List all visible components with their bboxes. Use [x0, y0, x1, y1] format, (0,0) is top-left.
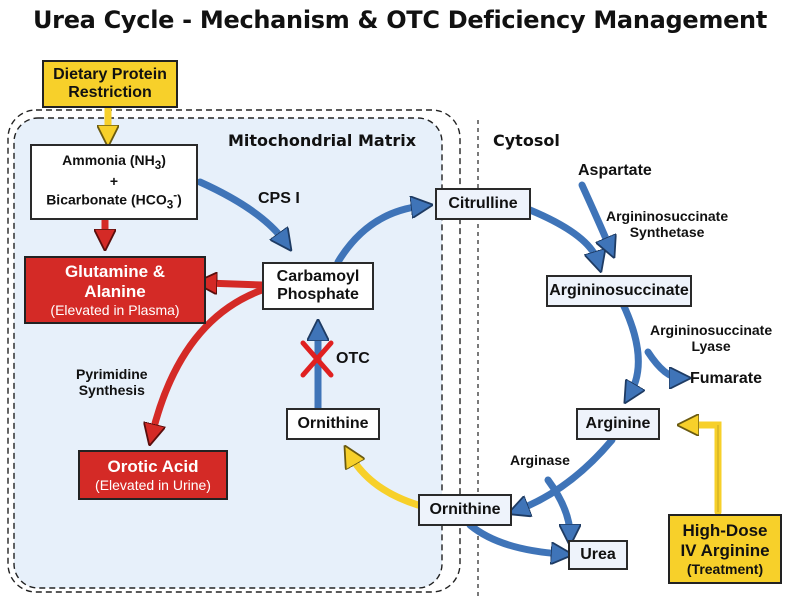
glutamine-alanine-box: Glutamine & Alanine (Elevated in Plasma) — [24, 256, 206, 324]
ammonia-bicarbonate-box: Ammonia (NH3) + Bicarbonate (HCO3-) — [30, 144, 198, 220]
treatment-line-3: (Treatment) — [686, 560, 764, 577]
argininosuccinate-box: Argininosuccinate — [546, 275, 692, 307]
asl-line-1: Argininosuccinate — [650, 322, 773, 338]
ass-line-2: Synthetase — [629, 224, 705, 241]
glutamine-line-2: Alanine — [84, 281, 146, 301]
ornithine-cytosol-box: Ornithine — [418, 494, 512, 526]
orotic-note: (Elevated in Urine) — [95, 476, 211, 493]
arrow-aspartate-in — [578, 181, 610, 248]
arrow-to-urea-cyto — [544, 476, 570, 535]
bicarbonate-superscript: - — [173, 188, 178, 202]
arrow-treatment-to-arginine — [688, 425, 722, 516]
mitochondria-outer-membrane — [7, 109, 461, 593]
arrow-carbamoyl-to-orotic — [152, 286, 266, 435]
arrow-to-fumarate — [644, 348, 680, 378]
ammonia-label: Ammonia (NH — [62, 152, 155, 169]
pyrimidine-synthesis-label: Pyrimidine Synthesis — [76, 366, 148, 398]
urea-box: Urea — [568, 540, 628, 570]
iv-arginine-treatment-box: High-Dose IV Arginine (Treatment) — [668, 514, 782, 584]
ornithine-mito-box: Ornithine — [286, 408, 380, 440]
enzyme-arginase-label: Arginase — [510, 452, 570, 468]
otc-blocked-icon — [300, 340, 334, 378]
dietary-protein-restriction-box: Dietary Protein Restriction — [42, 60, 178, 108]
pyr-line-2: Synthesis — [78, 382, 145, 399]
bicarbonate-close: ) — [177, 191, 182, 208]
arrow-carbamoyl-to-glutamine — [206, 283, 266, 285]
carbamoyl-line-1: Carbamoyl — [276, 267, 360, 285]
asl-line-2: Lyase — [691, 338, 731, 355]
fumarate-label: Fumarate — [690, 370, 763, 387]
citrulline-box: Citrulline — [435, 188, 531, 220]
treatment-line-2: IV Arginine — [680, 540, 770, 560]
ammonia-subscript: 3 — [154, 159, 162, 173]
diet-line-2: Restriction — [68, 84, 152, 101]
enzyme-ass-label: Argininosuccinate Synthetase — [606, 208, 728, 240]
region-label-mitochondrial-matrix: Mitochondrial Matrix — [228, 131, 417, 150]
carbamoyl-phosphate-box: Carbamoyl Phosphate — [262, 262, 374, 310]
arrow-argsucc-to-arginine — [618, 298, 638, 394]
ammonia-close: ) — [161, 152, 166, 169]
arginine-box: Arginine — [576, 408, 660, 440]
arrow-citrulline-to-argsucc — [526, 206, 598, 262]
arrow-ornithine-to-urea — [466, 521, 562, 554]
ass-line-1: Argininosuccinate — [606, 208, 729, 224]
enzyme-otc-label: OTC — [336, 350, 370, 367]
treatment-line-1: High-Dose — [682, 521, 768, 541]
plus-sign: + — [109, 172, 119, 189]
arrow-carbamoyl-to-citrulline — [334, 206, 422, 266]
enzyme-asl-label: Argininosuccinate Lyase — [650, 322, 772, 354]
pyr-line-1: Pyrimidine — [76, 366, 148, 382]
region-label-cytosol: Cytosol — [493, 131, 560, 150]
arrow-ammonia-to-carbamoyl — [196, 178, 285, 242]
carbamoyl-line-2: Phosphate — [277, 286, 359, 303]
arrow-arginine-to-ornithine — [518, 436, 616, 510]
orotic-acid-box: Orotic Acid (Elevated in Urine) — [78, 450, 228, 500]
bicarbonate-label: Bicarbonate (HCO — [46, 191, 167, 208]
glutamine-note: (Elevated in Plasma) — [50, 301, 180, 318]
aspartate-label: Aspartate — [578, 162, 652, 179]
diet-line-1: Dietary Protein — [53, 65, 167, 83]
page-title: Urea Cycle - Mechanism & OTC Deficiency … — [32, 6, 768, 34]
enzyme-cps-label: CPS I — [258, 190, 300, 207]
glutamine-line-1: Glutamine & — [64, 262, 166, 282]
bicarbonate-subscript: 3 — [166, 198, 174, 212]
arrow-ornithine-cyto-to-mito — [350, 455, 422, 509]
orotic-line-1: Orotic Acid — [107, 457, 199, 477]
